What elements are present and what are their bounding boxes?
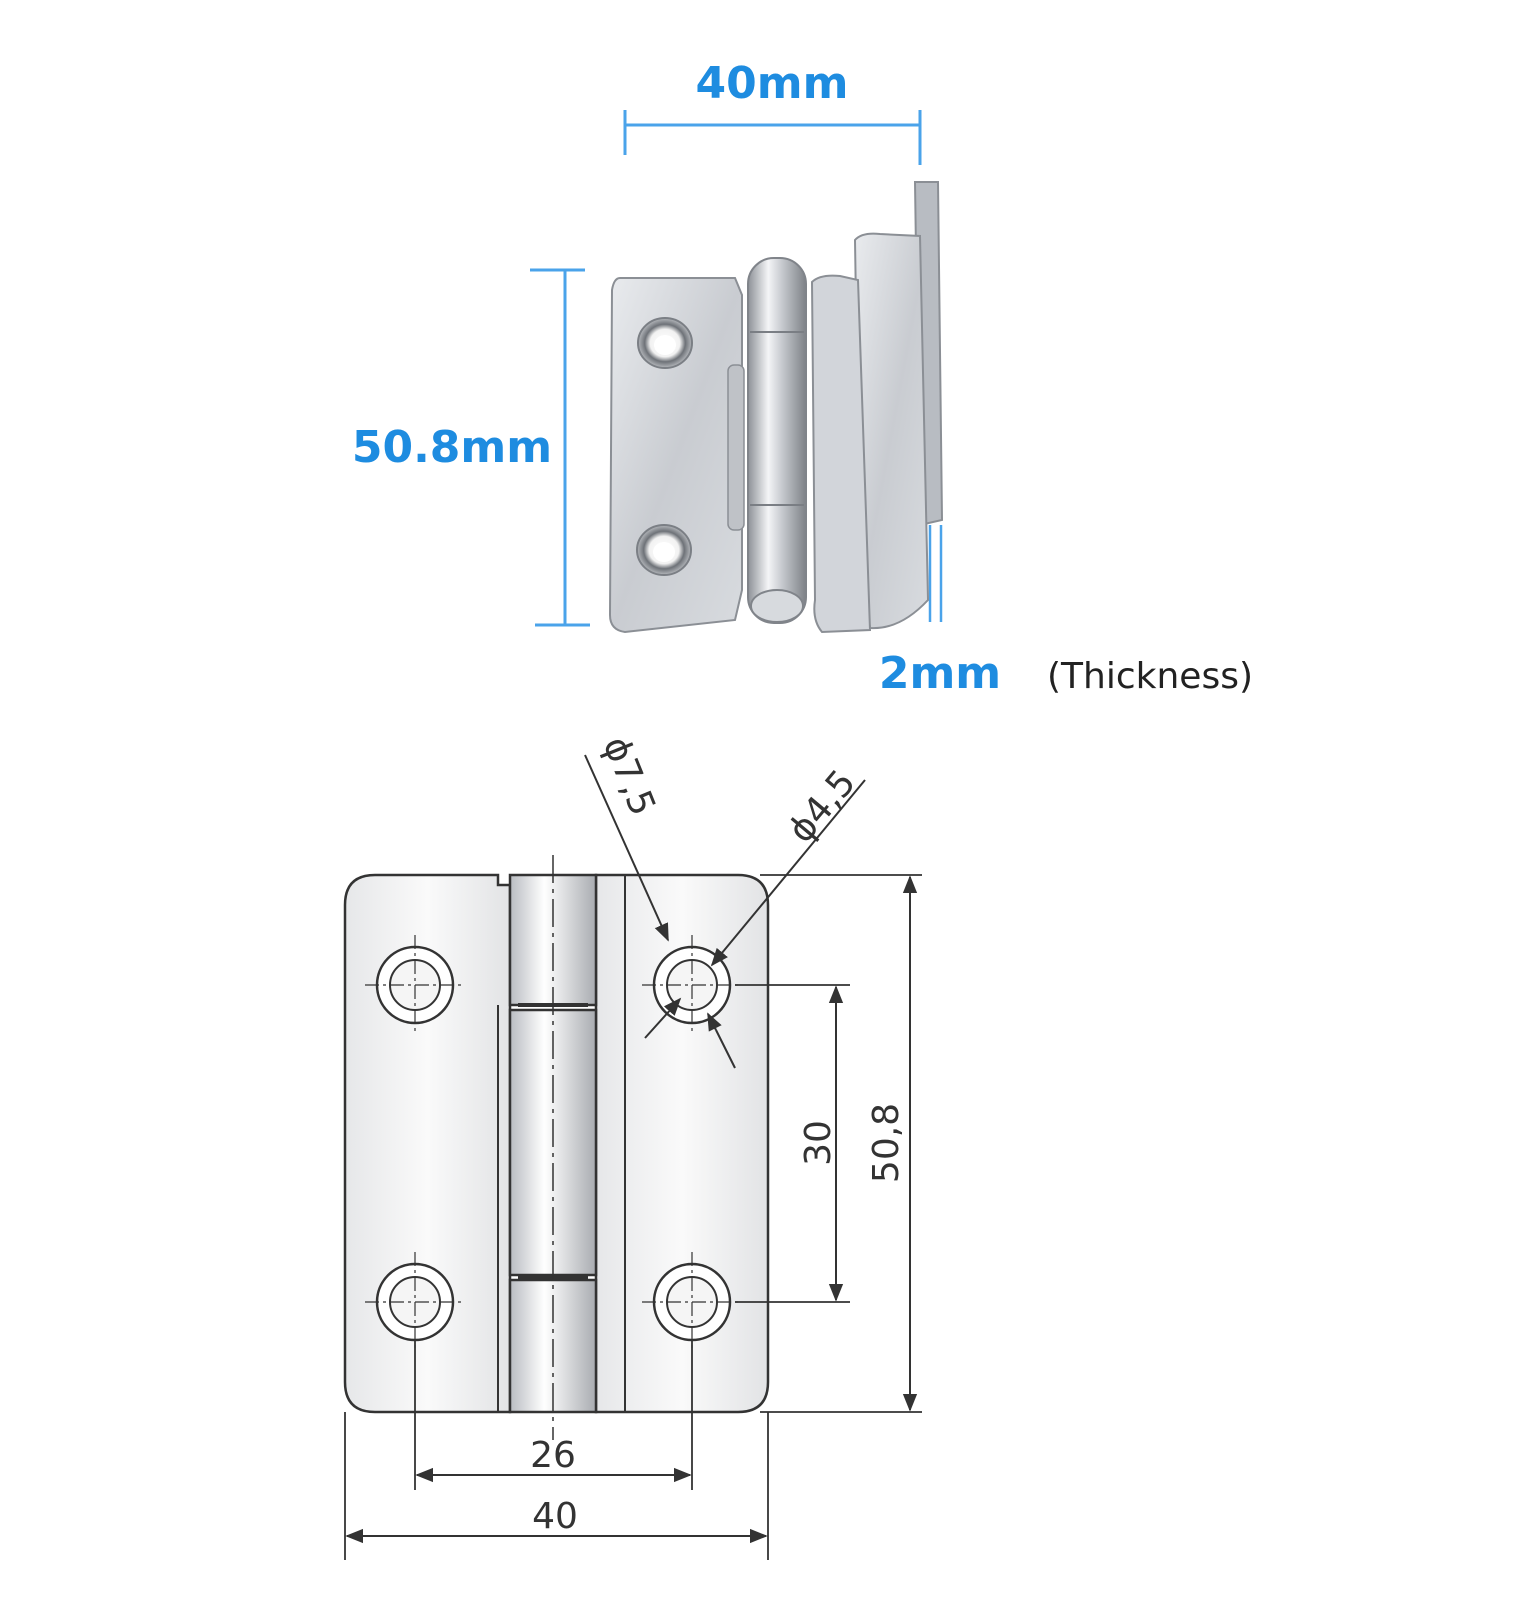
hole-spacing-horizontal-label: 26 [530, 1435, 576, 1476]
thickness-label: 2mm [879, 648, 1001, 699]
hole-spacing-horizontal-dimension [414, 1340, 693, 1490]
overall-width-label: 40 [532, 1496, 578, 1537]
width-dimension-line [623, 110, 922, 165]
hole-spacing-vertical-dimension [735, 984, 850, 1303]
photo-screw-hole-bottom [636, 524, 692, 576]
thickness-dimension-line [928, 525, 943, 622]
hole-spacing-vertical-label: 30 [798, 1120, 839, 1166]
drawing-right-leaf [594, 873, 770, 1414]
countersink-diameter-leader [584, 754, 736, 1069]
thickness-note: (Thickness) [1047, 656, 1253, 697]
drawing-hole-bottom-right [642, 1252, 742, 1352]
photo-knuckle [747, 257, 807, 624]
countersink-diameter-label: ϕ7,5 [595, 731, 663, 821]
photo-screw-hole-top [637, 317, 693, 369]
hinge-photo-illustration [608, 181, 944, 634]
height-label: 50.8mm [352, 422, 552, 473]
hole-diameter-leader [644, 779, 866, 1039]
hole-diameter-label: ϕ4,5 [780, 762, 863, 850]
height-dimension-line [530, 268, 590, 627]
overall-width-dimension [344, 1412, 769, 1560]
drawing-hole-top-left [365, 935, 465, 1035]
overall-height-dimension [760, 874, 922, 1413]
width-label: 40mm [696, 58, 849, 109]
hinge-technical-drawing: ϕ7,5 ϕ4,5 30 50,8 26 [343, 731, 922, 1560]
hinge-photo: 40mm 50.8mm 2mm (Thickness) [352, 58, 1253, 699]
overall-height-label: 50,8 [866, 1103, 907, 1183]
drawing-knuckle [508, 855, 598, 1440]
